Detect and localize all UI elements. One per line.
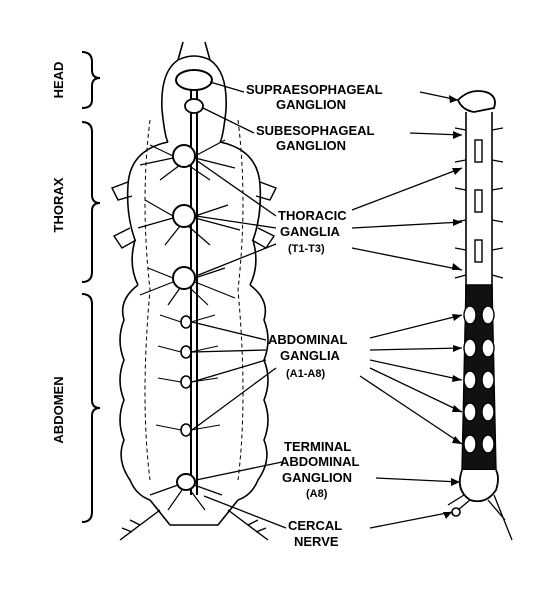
svg-text:THORACIC: THORACIC xyxy=(278,208,347,223)
svg-text:ABDOMINAL: ABDOMINAL xyxy=(268,332,347,347)
svg-text:SUBESOPHAGEAL: SUBESOPHAGEAL xyxy=(256,123,375,138)
svg-text:GANGLION: GANGLION xyxy=(276,97,346,112)
svg-text:(A8): (A8) xyxy=(306,488,328,500)
label-thoracic-ganglia: THORACIC GANGLIA (T1-T3) xyxy=(278,208,347,255)
svg-text:ABDOMINAL: ABDOMINAL xyxy=(280,454,359,469)
svg-text:NERVE: NERVE xyxy=(294,534,339,549)
label-subesophageal: SUBESOPHAGEAL GANGLION xyxy=(256,123,375,153)
svg-text:SUPRAESOPHAGEAL: SUPRAESOPHAGEAL xyxy=(246,82,383,97)
svg-text:TERMINAL: TERMINAL xyxy=(284,439,351,454)
arrowheads xyxy=(443,95,462,519)
svg-text:GANGLION: GANGLION xyxy=(282,470,352,485)
label-cercal-nerve: CERCAL NERVE xyxy=(288,518,342,549)
svg-text:(A1-A8): (A1-A8) xyxy=(286,368,325,380)
label-abdominal-ganglia: ABDOMINAL GANGLIA (A1-A8) xyxy=(268,332,347,380)
abdomen-brace xyxy=(81,293,101,523)
svg-text:CERCAL: CERCAL xyxy=(288,518,342,533)
region-head-label: HEAD xyxy=(51,62,66,99)
leader-lines xyxy=(191,81,463,529)
region-abdomen-label: ABDOMEN xyxy=(51,376,66,443)
label-supraesophageal: SUPRAESOPHAGEAL GANGLION xyxy=(246,82,383,112)
svg-text:GANGLIA: GANGLIA xyxy=(280,348,341,363)
region-thorax-label: THORAX xyxy=(51,177,66,232)
svg-text:GANGLION: GANGLION xyxy=(276,138,346,153)
nerve-cord-illustration xyxy=(447,90,513,541)
larva-illustration xyxy=(111,41,277,541)
thorax-brace xyxy=(81,121,101,283)
label-terminal-ganglion: TERMINAL ABDOMINAL GANGLION (A8) xyxy=(280,439,359,500)
svg-text:(T1-T3): (T1-T3) xyxy=(288,243,325,255)
svg-text:GANGLIA: GANGLIA xyxy=(280,224,341,239)
head-brace xyxy=(81,51,101,109)
